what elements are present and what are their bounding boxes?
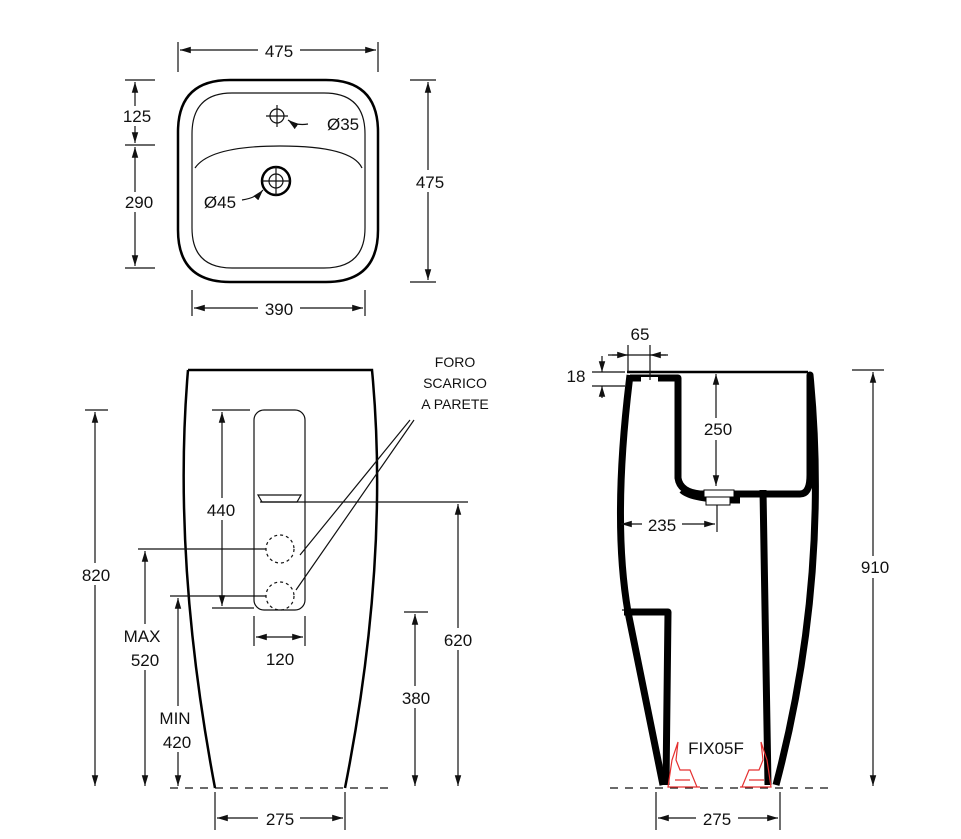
- rim-width-65-label: 65: [631, 325, 650, 344]
- height-820-label: 820: [82, 566, 110, 585]
- height-910-label: 910: [861, 558, 889, 577]
- front-view: FORO SCARICO A PARETE 820 440 620 380 MA…: [78, 354, 489, 830]
- pedestal-side-wall: [617, 371, 819, 786]
- min-label: MIN: [159, 709, 190, 728]
- callout-line-1: FORO: [435, 354, 476, 370]
- outlet-620-label: 620: [444, 631, 472, 650]
- basin-inner: [191, 92, 366, 269]
- tap-hole-label: Ø35: [327, 115, 359, 134]
- rim-thickness-18-label: 18: [567, 367, 586, 386]
- drain-hole-label: Ø45: [204, 193, 236, 212]
- side-base-275-label: 275: [703, 810, 731, 829]
- basin-outline: [176, 78, 380, 284]
- callout-line-3: A PARETE: [421, 396, 488, 412]
- fixing-kit-label: FIX05F: [688, 739, 744, 758]
- top-view: Ø35 Ø45 475 475 390 125 290: [118, 40, 446, 319]
- drain-hole-upper: [265, 534, 295, 564]
- tap-hole-icon: [266, 105, 288, 127]
- inlet-380-label: 380: [402, 689, 430, 708]
- slot-440-label: 440: [207, 501, 235, 520]
- min-value: 420: [163, 733, 191, 752]
- side-view: 65 18 250 235 910 275 FIX05F: [567, 325, 892, 830]
- fixing-bracket-right-icon: [740, 741, 772, 788]
- depth-475-label: 475: [416, 173, 444, 192]
- pedestal-front-outline: [182, 368, 379, 789]
- max-value: 520: [131, 651, 159, 670]
- drain-offset-label: 290: [125, 193, 153, 212]
- drain-slot: [253, 409, 306, 611]
- drain-hole-lower: [265, 581, 295, 611]
- width-390-label: 390: [265, 300, 293, 319]
- bowl-depth-250-label: 250: [704, 420, 732, 439]
- width-475-label: 475: [265, 42, 293, 61]
- drain-hole-icon: [260, 165, 292, 197]
- drain-setback-235-label: 235: [648, 516, 676, 535]
- slot-width-120-label: 120: [266, 650, 294, 669]
- max-label: MAX: [124, 627, 161, 646]
- front-base-275-label: 275: [266, 810, 294, 829]
- fixing-bracket-left-icon: [667, 741, 700, 788]
- callout-line-2: SCARICO: [423, 375, 487, 391]
- tap-offset-label: 125: [123, 107, 151, 126]
